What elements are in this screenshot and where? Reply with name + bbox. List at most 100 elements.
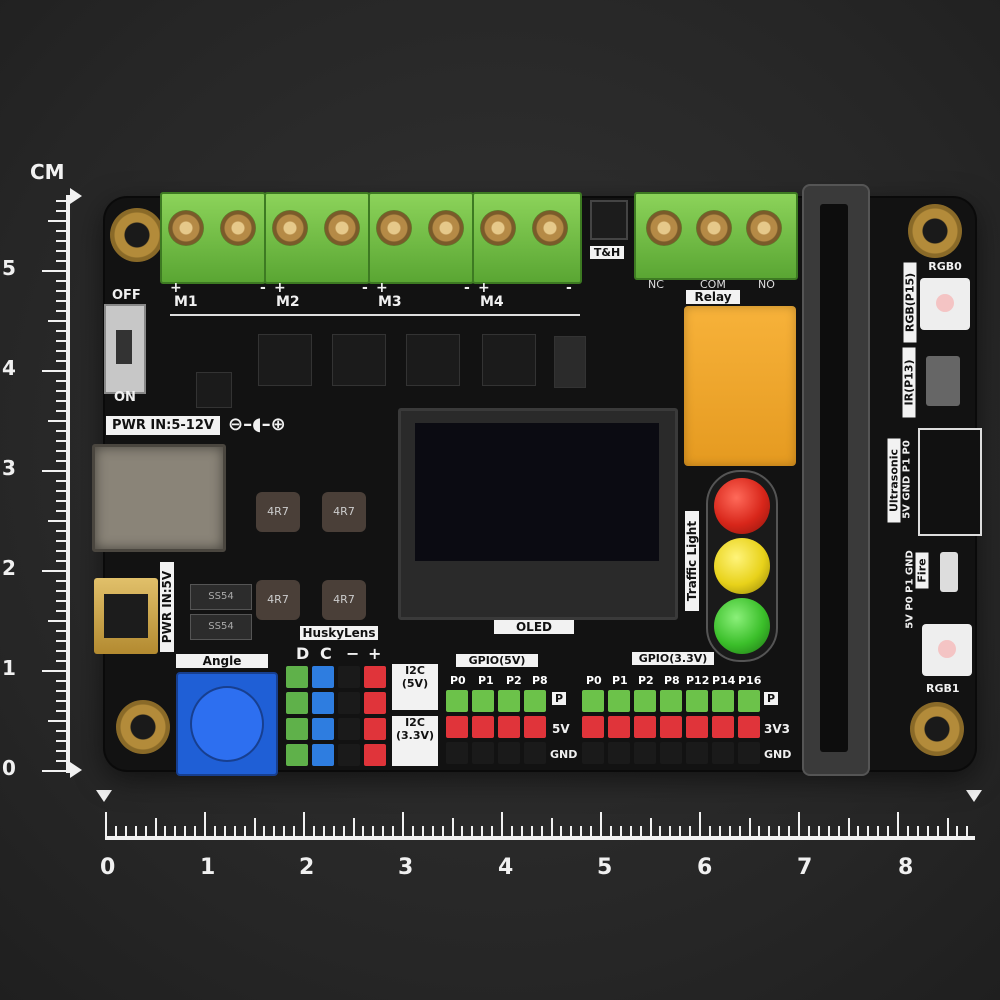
header-pin[interactable] [446,716,468,738]
ruler-tick [372,826,375,838]
header-pin[interactable] [660,742,682,764]
header-pin[interactable] [660,690,682,712]
mounting-hole-top-right [908,204,962,258]
power-switch-knob[interactable] [116,330,132,364]
header-pin[interactable] [338,744,360,766]
ruler-tick [936,826,939,838]
header-pin[interactable] [364,718,386,740]
header-pin[interactable] [582,742,604,764]
inductor: 4R7 [322,492,366,532]
header-pin[interactable] [608,742,630,764]
ruler-tick [42,270,68,272]
edge-connector-slot[interactable] [802,184,870,776]
header-pin[interactable] [498,690,520,712]
header-pin[interactable] [286,692,308,714]
header-pin[interactable] [738,742,760,764]
header-pin[interactable] [686,742,708,764]
header-pin[interactable] [286,666,308,688]
th-connector[interactable] [590,200,628,240]
ruler-tick [421,826,424,838]
ruler-tick [56,590,68,592]
ruler-tick [946,818,949,838]
potentiometer-knob[interactable] [190,686,264,762]
power-in-usb-label: PWR IN:5V [160,562,174,652]
header-pin[interactable] [634,690,656,712]
ruler-tick [48,620,68,622]
ultrasonic-label: Ultrasonic [887,438,901,523]
i2c-33v-label: I2C (3.3V) [392,716,438,766]
header-pin[interactable] [446,690,468,712]
ruler-tick [56,460,68,462]
header-pin[interactable] [634,716,656,738]
header-pin[interactable] [608,716,630,738]
motor-minus: - [566,280,572,296]
header-pin[interactable] [312,718,334,740]
ruler-tick [56,600,68,602]
header-pin[interactable] [364,666,386,688]
header-pin[interactable] [472,716,494,738]
i2c-5v-label: I2C (5V) [392,664,438,710]
ruler-tick [273,826,276,838]
header-pin[interactable] [286,718,308,740]
ruler-tick [56,630,68,632]
header-pin[interactable] [582,690,604,712]
header-pin[interactable] [524,742,546,764]
ruler-tick [56,360,68,362]
header-pin[interactable] [712,690,734,712]
row-p-label-33v: P [764,692,778,705]
power-switch[interactable] [104,304,146,394]
ultrasonic-header[interactable] [918,428,982,536]
header-pin[interactable] [286,744,308,766]
gpio-33v-header[interactable] [582,690,764,770]
gpio-5v-header[interactable] [446,690,552,770]
header-pin[interactable] [498,716,520,738]
relay-label: Relay [686,290,740,304]
ruler-tick [124,826,127,838]
header-pin[interactable] [472,742,494,764]
header-pin[interactable] [608,690,630,712]
header-pin[interactable] [338,666,360,688]
header-pin[interactable] [524,690,546,712]
ruler-tick [56,450,68,452]
header-pin[interactable] [498,742,520,764]
gpio-33v-p2: P2 [638,674,654,687]
hruler-num-3: 3 [398,855,414,880]
header-pin[interactable] [686,690,708,712]
header-pin[interactable] [338,718,360,740]
ruler-tick [56,540,68,542]
dc-power-jack[interactable] [92,444,226,552]
header-pin[interactable] [712,716,734,738]
header-pin[interactable] [582,716,604,738]
header-pin[interactable] [712,742,734,764]
header-pin[interactable] [364,692,386,714]
ruler-tick [798,812,800,838]
header-pin[interactable] [446,742,468,764]
usb-power-port[interactable] [94,578,158,654]
ruler-tick [649,818,652,838]
header-pin[interactable] [312,666,334,688]
header-pin[interactable] [660,716,682,738]
row-p-label-5v: P [552,692,566,705]
ruler-tick [42,470,68,472]
ruler-tick [233,826,236,838]
header-pin[interactable] [634,742,656,764]
header-pin[interactable] [738,716,760,738]
header-pin[interactable] [364,744,386,766]
gpio-33v-p0: P0 [586,674,602,687]
ruler-tick [303,812,305,838]
header-pin[interactable] [312,692,334,714]
ir-p13-label: IR(P13) [902,347,916,418]
potentiometer[interactable] [176,672,278,776]
ruler-tick [134,826,137,838]
header-pin[interactable] [524,716,546,738]
header-pin[interactable] [738,690,760,712]
huskylens-header[interactable] [286,666,392,770]
screw-icon [746,210,782,246]
header-pin[interactable] [472,690,494,712]
header-pin[interactable] [686,716,708,738]
horizontal-ruler-arrow-right [966,790,982,802]
ruler-tick [223,826,226,838]
diode: SS54 [190,614,252,640]
header-pin[interactable] [312,744,334,766]
header-pin[interactable] [338,692,360,714]
